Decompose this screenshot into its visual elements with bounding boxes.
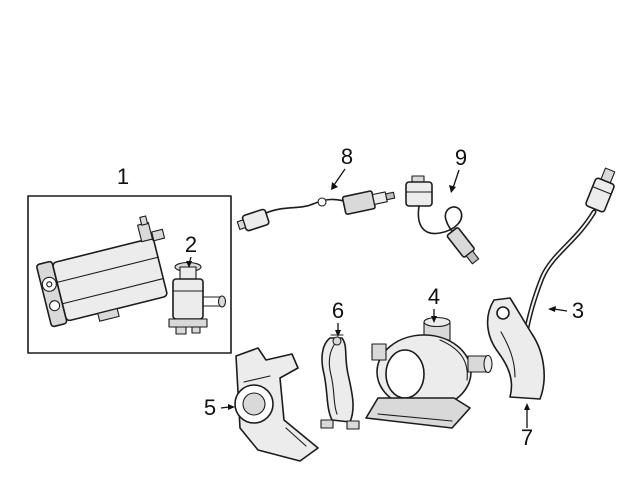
callout-8-leader	[333, 168, 346, 186]
sensor9-tip	[465, 250, 480, 265]
callout-label-6: 6	[332, 298, 344, 323]
part-5-bracket	[234, 347, 319, 462]
part-3-vent-line	[515, 167, 616, 357]
callout-label-9: 9	[455, 145, 467, 170]
callout-label-5: 5	[204, 395, 216, 420]
part-7-bracket	[486, 297, 545, 400]
canister-port-small	[49, 300, 61, 312]
bracket5-plate	[235, 347, 319, 462]
callout-9-leader	[452, 169, 460, 189]
line3-connector	[585, 177, 615, 213]
sensor8-cable	[265, 198, 345, 214]
canister-fitting-side	[151, 228, 166, 242]
callout-label-1: 1	[117, 164, 129, 189]
parts-1-2-enclosure-box	[27, 195, 232, 354]
part-8-oxygen-sensor	[236, 190, 396, 232]
pump-inner-hub	[385, 349, 425, 399]
part-2-purge-valve	[168, 261, 227, 335]
sensor9-connector	[405, 181, 433, 207]
callout-3-leader	[553, 308, 568, 312]
callout-label-4: 4	[428, 284, 440, 309]
strap6-body	[321, 337, 354, 423]
callout-label-7: 7	[521, 425, 533, 450]
sensor8-body	[341, 190, 376, 215]
sensor8-connector	[241, 208, 270, 232]
part-9-oxygen-sensor	[405, 175, 480, 265]
callout-5-leader	[220, 406, 230, 409]
valve-neck	[179, 266, 197, 280]
strap6-bolt	[332, 336, 342, 346]
valve-base-flange	[168, 318, 208, 328]
valve-outlet-pipe	[217, 295, 227, 308]
canister-fitting-top	[137, 221, 153, 243]
canister-port-large	[41, 276, 57, 292]
sensor8-tip	[385, 191, 396, 201]
callout-label-2: 2	[185, 232, 197, 257]
sensor8-grommet	[317, 197, 327, 207]
bracket7-hole	[496, 306, 510, 320]
pump-mount-base	[365, 397, 471, 429]
pump-inlet	[371, 343, 387, 361]
sensor9-cable	[417, 205, 463, 239]
callout-label-8: 8	[341, 144, 353, 169]
valve-body	[172, 278, 204, 320]
callout-label-3: 3	[572, 298, 584, 323]
part-6-clamp-strap	[320, 334, 360, 430]
canister-mount-tab	[97, 308, 120, 322]
part-1-evap-canister	[36, 215, 168, 328]
part-4-air-pump	[365, 316, 493, 429]
bracket7-plate	[486, 297, 545, 400]
